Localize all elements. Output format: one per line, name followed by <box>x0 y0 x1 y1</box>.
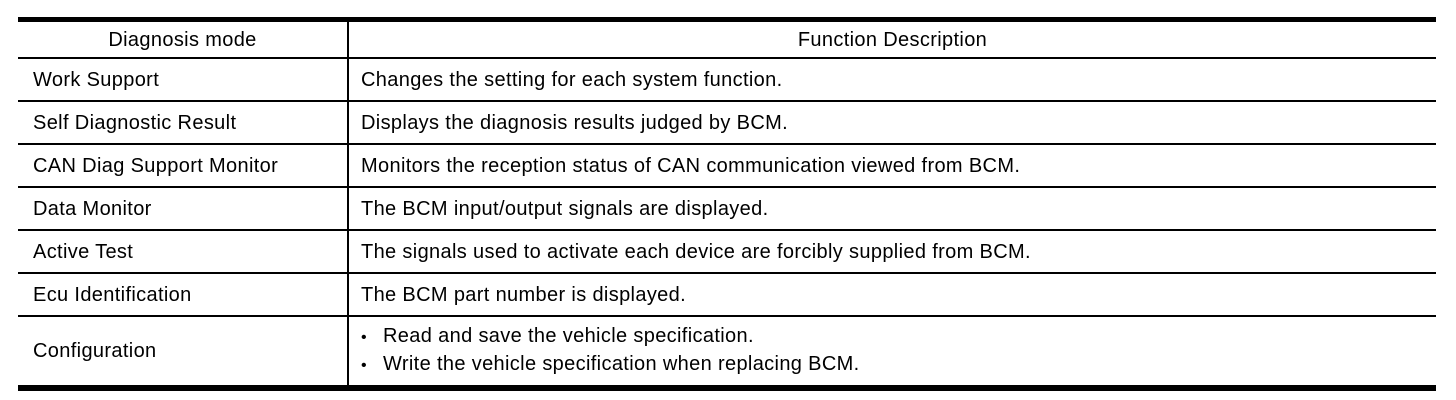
table-row: Data Monitor The BCM input/output signal… <box>18 187 1436 231</box>
diagnosis-mode-table: Diagnosis mode Function Description Work… <box>18 17 1436 391</box>
column-header-function-description: Function Description <box>348 19 1436 59</box>
header-row: Diagnosis mode Function Description <box>18 19 1436 59</box>
table-row: Active Test The signals used to activate… <box>18 230 1436 274</box>
bullet-text: Write the vehicle specification when rep… <box>383 353 860 375</box>
function-description-cell: • Read and save the vehicle specification… <box>348 316 1436 389</box>
function-description-cell: Displays the diagnosis results judged by… <box>348 101 1436 145</box>
diagnosis-mode-cell: Ecu Identification <box>18 273 349 317</box>
bullet-icon: • <box>361 329 367 346</box>
column-header-diagnosis-mode: Diagnosis mode <box>18 19 349 59</box>
table-row: CAN Diag Support Monitor Monitors the re… <box>18 144 1436 188</box>
bullet-text: Read and save the vehicle specification. <box>383 325 754 347</box>
function-description-cell: Changes the setting for each system func… <box>348 58 1436 102</box>
diagnosis-mode-cell: Configuration <box>18 316 349 389</box>
table-body: Work Support Changes the setting for eac… <box>18 58 1436 389</box>
diagnosis-mode-cell: Self Diagnostic Result <box>18 101 349 145</box>
diagnosis-mode-cell: CAN Diag Support Monitor <box>18 144 349 188</box>
function-description-cell: The signals used to activate each device… <box>348 230 1436 274</box>
bullet-icon: • <box>361 357 367 374</box>
table-row: Work Support Changes the setting for eac… <box>18 58 1436 102</box>
diagnosis-mode-cell: Data Monitor <box>18 187 349 231</box>
function-description-cell: Monitors the reception status of CAN com… <box>348 144 1436 188</box>
diagnosis-mode-cell: Active Test <box>18 230 349 274</box>
function-description-cell: The BCM input/output signals are display… <box>348 187 1436 231</box>
diagnosis-mode-cell: Work Support <box>18 58 349 102</box>
table-row: Self Diagnostic Result Displays the diag… <box>18 101 1436 145</box>
function-description-cell: The BCM part number is displayed. <box>348 273 1436 317</box>
bullet-item: • Write the vehicle specification when re… <box>357 351 1436 379</box>
table-row: Configuration • Read and save the vehicle… <box>18 316 1436 389</box>
table-row: Ecu Identification The BCM part number i… <box>18 273 1436 317</box>
bullet-item: • Read and save the vehicle specification… <box>357 323 1436 351</box>
